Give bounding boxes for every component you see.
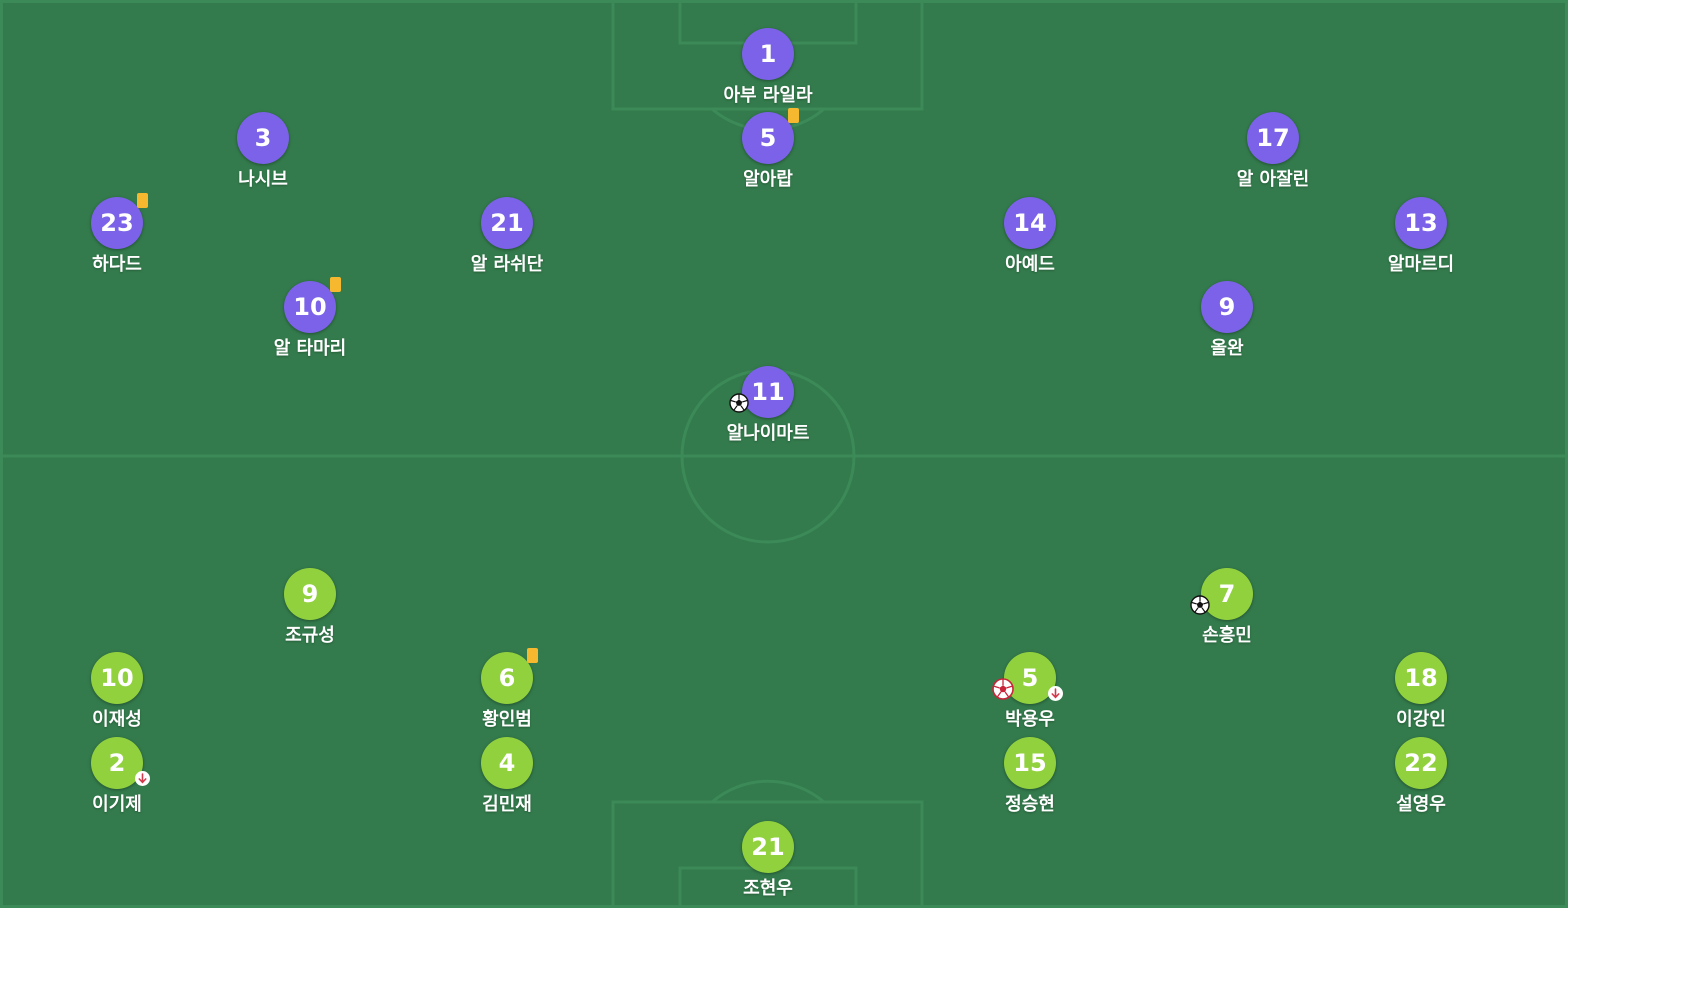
shirt-number: 15 bbox=[1004, 737, 1056, 789]
player-name: 황인범 bbox=[482, 709, 532, 730]
soccer-ball-icon bbox=[729, 393, 749, 413]
player-home-17[interactable]: 17 알 아잘린 bbox=[1193, 112, 1353, 192]
shirt-number: 18 bbox=[1395, 652, 1447, 704]
player-name: 아예드 bbox=[1005, 254, 1055, 275]
player-away-5[interactable]: 5 박용우 bbox=[950, 652, 1110, 732]
shirt-number: 22 bbox=[1395, 737, 1447, 789]
shirt-number: 23 bbox=[91, 197, 143, 249]
shirt-number: 9 bbox=[1201, 281, 1253, 333]
player-name: 이강인 bbox=[1396, 709, 1446, 730]
player-name: 아부 라일라 bbox=[723, 85, 813, 106]
player-away-21[interactable]: 21 조현우 bbox=[688, 821, 848, 901]
shirt-number: 13 bbox=[1395, 197, 1447, 249]
player-home-1[interactable]: 1 아부 라일라 bbox=[688, 28, 848, 108]
player-home-13[interactable]: 13 알마르디 bbox=[1341, 197, 1501, 277]
player-away-18[interactable]: 18 이강인 bbox=[1341, 652, 1501, 732]
player-name: 조규성 bbox=[285, 625, 335, 646]
soccer-ball-icon bbox=[1190, 595, 1210, 615]
player-name: 나시브 bbox=[238, 169, 288, 190]
player-away-9[interactable]: 9 조규성 bbox=[230, 568, 390, 648]
shirt-number: 3 bbox=[237, 112, 289, 164]
shirt-number: 2 bbox=[91, 737, 143, 789]
shirt-number: 14 bbox=[1004, 197, 1056, 249]
player-name: 이재성 bbox=[92, 709, 142, 730]
player-name: 설영우 bbox=[1396, 794, 1446, 815]
player-home-3[interactable]: 3 나시브 bbox=[183, 112, 343, 192]
player-home-23[interactable]: 23 하다드 bbox=[37, 193, 197, 277]
player-name: 박용우 bbox=[1005, 709, 1055, 730]
player-away-10[interactable]: 10 이재성 bbox=[37, 652, 197, 732]
player-name: 조현우 bbox=[743, 878, 793, 899]
shirt-number: 7 bbox=[1201, 568, 1253, 620]
player-name: 알마르디 bbox=[1387, 254, 1455, 275]
player-name: 올완 bbox=[1210, 338, 1244, 359]
player-name: 이기제 bbox=[92, 794, 142, 815]
shirt-number: 21 bbox=[742, 821, 794, 873]
player-home-14[interactable]: 14 아예드 bbox=[950, 197, 1110, 277]
player-name: 정승현 bbox=[1005, 794, 1055, 815]
player-away-6[interactable]: 6 황인범 bbox=[427, 648, 587, 732]
player-name: 손흥민 bbox=[1202, 625, 1252, 646]
shirt-number: 1 bbox=[742, 28, 794, 80]
shirt-number: 9 bbox=[284, 568, 336, 620]
own-goal-ball-icon bbox=[992, 678, 1014, 700]
shirt-number: 4 bbox=[481, 737, 533, 789]
player-name: 하다드 bbox=[92, 254, 142, 275]
player-name: 알 라쉬단 bbox=[470, 254, 544, 275]
player-home-11[interactable]: 11 알나이마트 bbox=[688, 366, 848, 446]
player-home-10[interactable]: 10 알 타마리 bbox=[230, 277, 390, 361]
player-home-5[interactable]: 5 알아랍 bbox=[688, 108, 848, 192]
player-name: 알아랍 bbox=[743, 169, 793, 190]
yellow-card-icon bbox=[137, 193, 148, 208]
shirt-number: 5 bbox=[1004, 652, 1056, 704]
shirt-number: 10 bbox=[91, 652, 143, 704]
player-name: 알 타마리 bbox=[273, 338, 347, 359]
player-away-2[interactable]: 2 이기제 bbox=[37, 737, 197, 817]
player-away-4[interactable]: 4 김민재 bbox=[427, 737, 587, 817]
player-name: 알나이마트 bbox=[726, 423, 810, 444]
player-name: 김민재 bbox=[482, 794, 532, 815]
shirt-number: 6 bbox=[481, 652, 533, 704]
yellow-card-icon bbox=[330, 277, 341, 292]
sub-out-arrow-icon bbox=[135, 771, 150, 786]
player-name: 알 아잘린 bbox=[1236, 169, 1310, 190]
football-pitch: 1 아부 라일라 3 나시브 5 알아랍 17 알 아잘린 23 하다드 21 … bbox=[0, 0, 1568, 908]
sub-out-arrow-icon bbox=[1048, 686, 1063, 701]
shirt-number: 21 bbox=[481, 197, 533, 249]
yellow-card-icon bbox=[788, 108, 799, 123]
player-away-22[interactable]: 22 설영우 bbox=[1341, 737, 1501, 817]
shirt-number: 17 bbox=[1247, 112, 1299, 164]
player-home-21[interactable]: 21 알 라쉬단 bbox=[427, 197, 587, 277]
player-away-15[interactable]: 15 정승현 bbox=[950, 737, 1110, 817]
shirt-number: 11 bbox=[742, 366, 794, 418]
yellow-card-icon bbox=[527, 648, 538, 663]
player-away-7[interactable]: 7 손흥민 bbox=[1147, 568, 1307, 648]
shirt-number: 10 bbox=[284, 281, 336, 333]
player-home-9[interactable]: 9 올완 bbox=[1147, 281, 1307, 361]
shirt-number: 5 bbox=[742, 112, 794, 164]
